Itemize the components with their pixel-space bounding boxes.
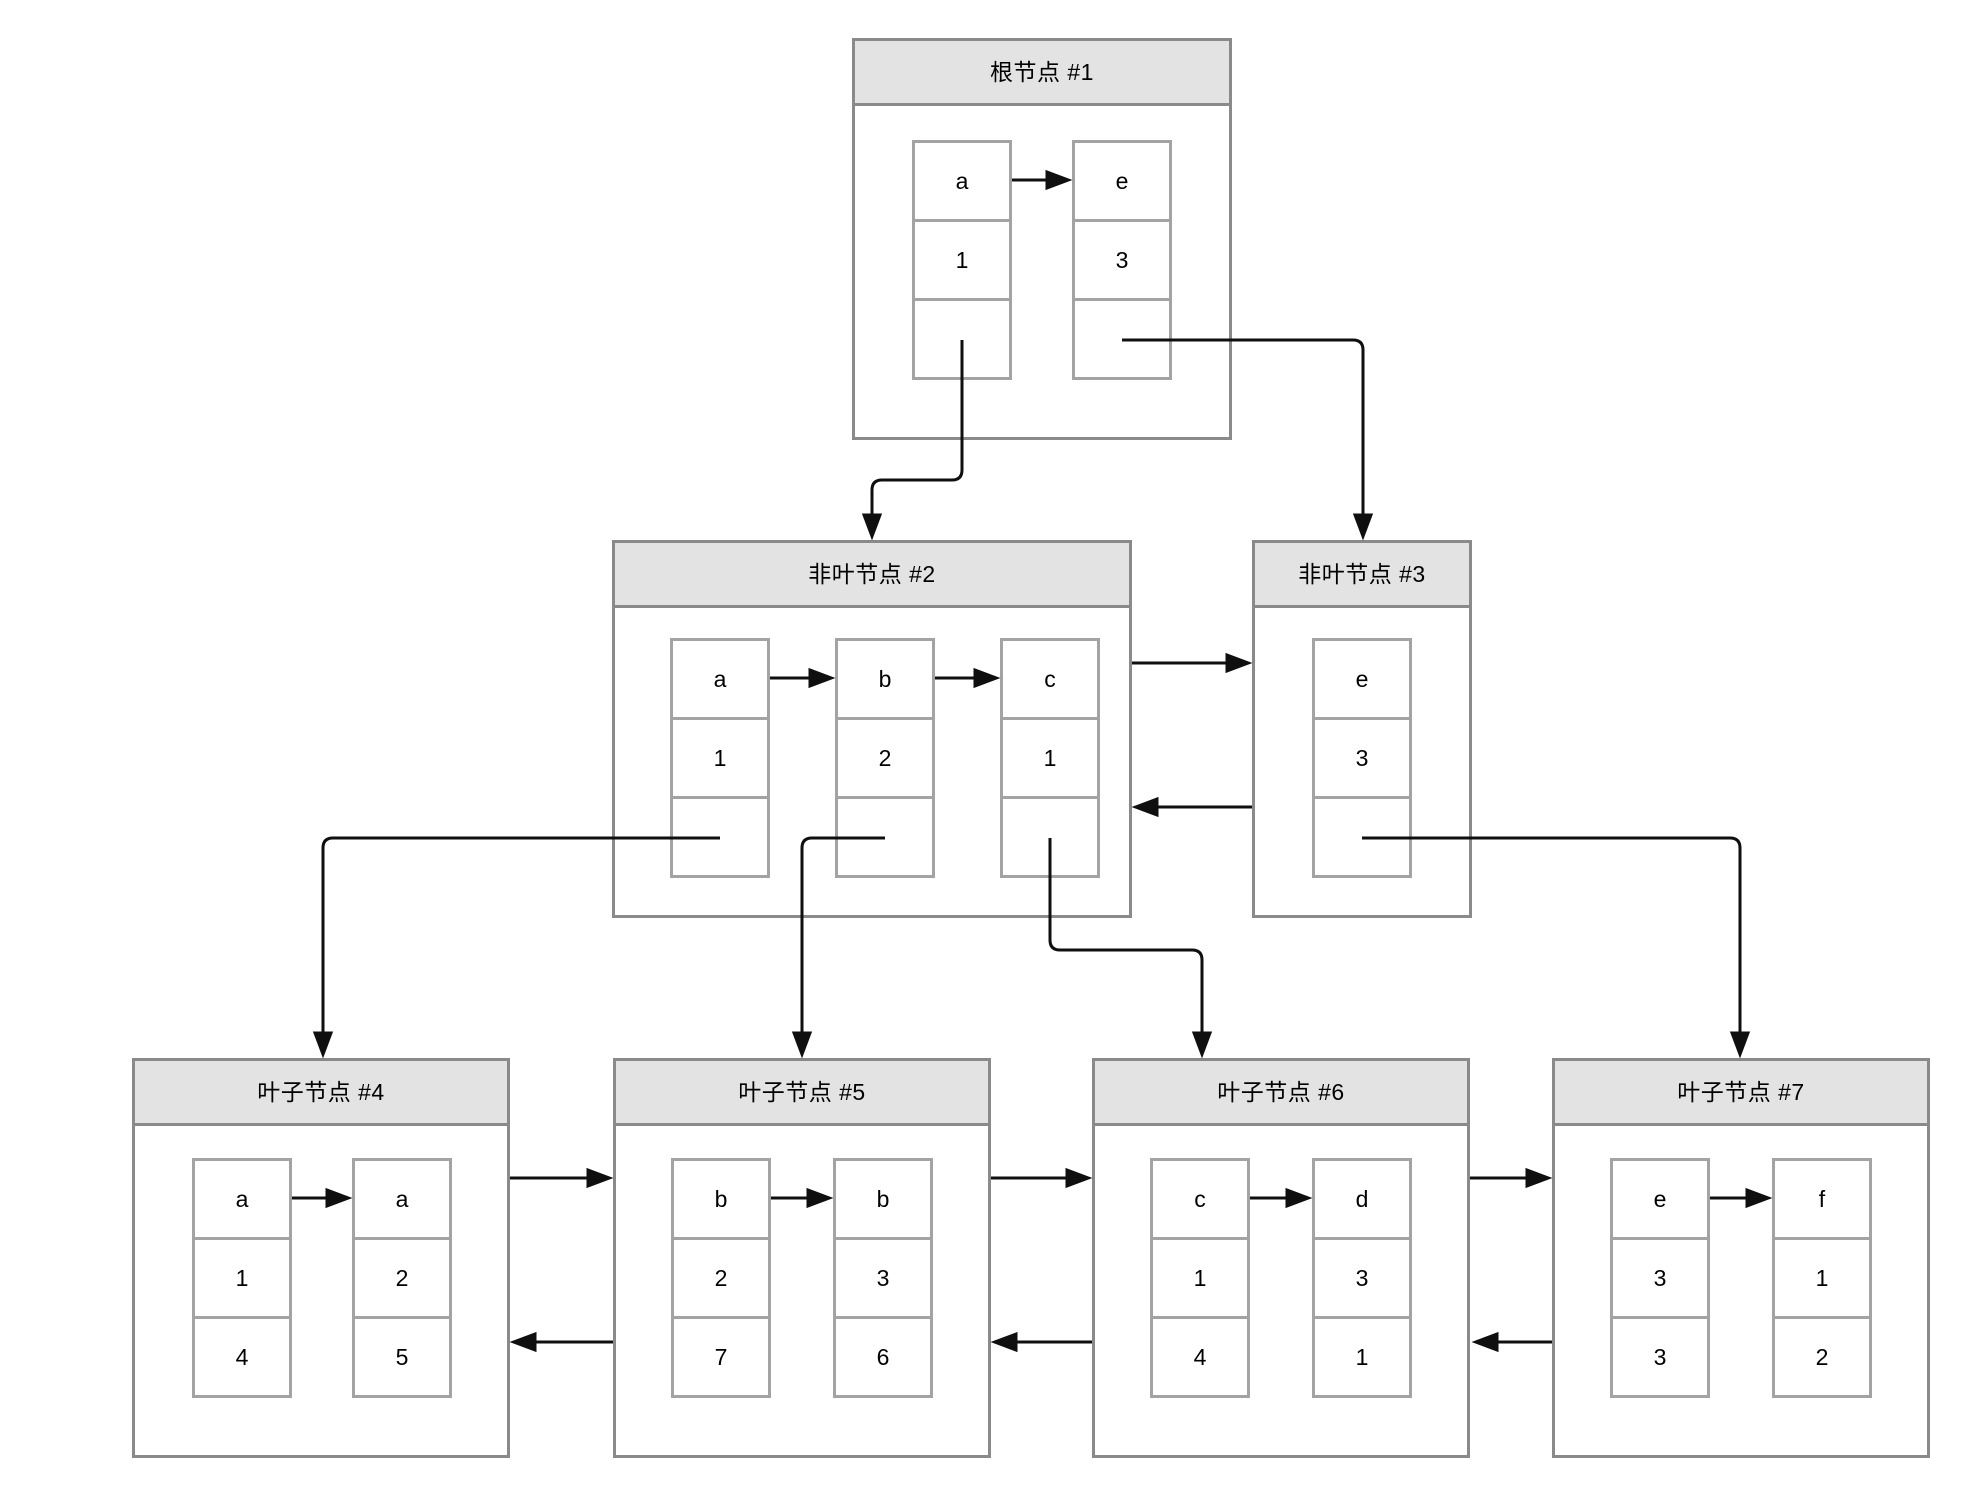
node-title: 非叶节点 #2 [615, 543, 1129, 608]
entry-data-cell: 4 [1153, 1316, 1247, 1395]
node-root-1: 根节点 #1 a 1 e 3 [852, 38, 1232, 440]
entry-data-cell: 5 [355, 1316, 449, 1395]
entry: a 1 [670, 638, 770, 878]
node-title: 非叶节点 #3 [1255, 543, 1469, 608]
entry: a 1 4 [192, 1158, 292, 1398]
entry-value-cell: 1 [673, 717, 767, 796]
entry-pointer-cell [1075, 298, 1169, 377]
node-title: 叶子节点 #7 [1555, 1061, 1927, 1126]
node-leaf-5: 叶子节点 #5 b 2 7 b 3 6 [613, 1058, 991, 1458]
entry: e 3 [1072, 140, 1172, 380]
entry-value-cell: 1 [195, 1237, 289, 1316]
entry-value-cell: 3 [1613, 1237, 1707, 1316]
entry-value-cell: 2 [674, 1237, 768, 1316]
entry-key-cell: c [1194, 1185, 1206, 1212]
node-leaf-7: 叶子节点 #7 e 3 3 f 1 2 [1552, 1058, 1930, 1458]
entry: a 1 [912, 140, 1012, 380]
entry: c 1 [1000, 638, 1100, 878]
node-title: 叶子节点 #5 [616, 1061, 988, 1126]
entry-value-cell: 3 [1315, 717, 1409, 796]
node-title: 叶子节点 #4 [135, 1061, 507, 1126]
node-title: 叶子节点 #6 [1095, 1061, 1467, 1126]
entry: b 3 6 [833, 1158, 933, 1398]
entry: e 3 [1312, 638, 1412, 878]
entry-key-cell: b [878, 665, 892, 692]
entry-key-cell: b [876, 1185, 890, 1212]
entry-key-cell: a [235, 1185, 249, 1212]
entry-pointer-cell [838, 796, 932, 875]
node-internal-3: 非叶节点 #3 e 3 [1252, 540, 1472, 918]
entry: b 2 7 [671, 1158, 771, 1398]
entry-key-cell: a [395, 1185, 409, 1212]
entry-value-cell: 3 [1315, 1237, 1409, 1316]
entry-key-cell: b [714, 1185, 728, 1212]
entry-data-cell: 7 [674, 1316, 768, 1395]
entry-key-cell: d [1355, 1185, 1369, 1212]
entry-pointer-cell [1315, 796, 1409, 875]
entry-data-cell: 3 [1613, 1316, 1707, 1395]
entry: b 2 [835, 638, 935, 878]
entry-key-cell: e [1115, 167, 1129, 194]
entry-value-cell: 2 [838, 717, 932, 796]
entry-key-cell: a [955, 167, 969, 194]
entry-value-cell: 2 [355, 1237, 449, 1316]
entry: f 1 2 [1772, 1158, 1872, 1398]
entry-key-cell: c [1044, 665, 1056, 692]
entry-key-cell: f [1818, 1185, 1826, 1212]
node-leaf-6: 叶子节点 #6 c 1 4 d 3 1 [1092, 1058, 1470, 1458]
entry-value-cell: 3 [1075, 219, 1169, 298]
entry: e 3 3 [1610, 1158, 1710, 1398]
entry-key-cell: a [713, 665, 727, 692]
entry-data-cell: 2 [1775, 1316, 1869, 1395]
entry-pointer-cell [1003, 796, 1097, 875]
entry-data-cell: 6 [836, 1316, 930, 1395]
node-internal-2: 非叶节点 #2 a 1 b 2 c 1 [612, 540, 1132, 918]
entry-data-cell: 1 [1315, 1316, 1409, 1395]
entry: c 1 4 [1150, 1158, 1250, 1398]
entry-key-cell: e [1653, 1185, 1667, 1212]
entry-value-cell: 1 [915, 219, 1009, 298]
entry-value-cell: 1 [1775, 1237, 1869, 1316]
entry-value-cell: 1 [1003, 717, 1097, 796]
entry-value-cell: 1 [1153, 1237, 1247, 1316]
entry-data-cell: 4 [195, 1316, 289, 1395]
entry-pointer-cell [915, 298, 1009, 377]
node-leaf-4: 叶子节点 #4 a 1 4 a 2 5 [132, 1058, 510, 1458]
entry-key-cell: e [1355, 665, 1369, 692]
entry: a 2 5 [352, 1158, 452, 1398]
entry: d 3 1 [1312, 1158, 1412, 1398]
entry-pointer-cell [673, 796, 767, 875]
node-title: 根节点 #1 [855, 41, 1229, 106]
entry-value-cell: 3 [836, 1237, 930, 1316]
